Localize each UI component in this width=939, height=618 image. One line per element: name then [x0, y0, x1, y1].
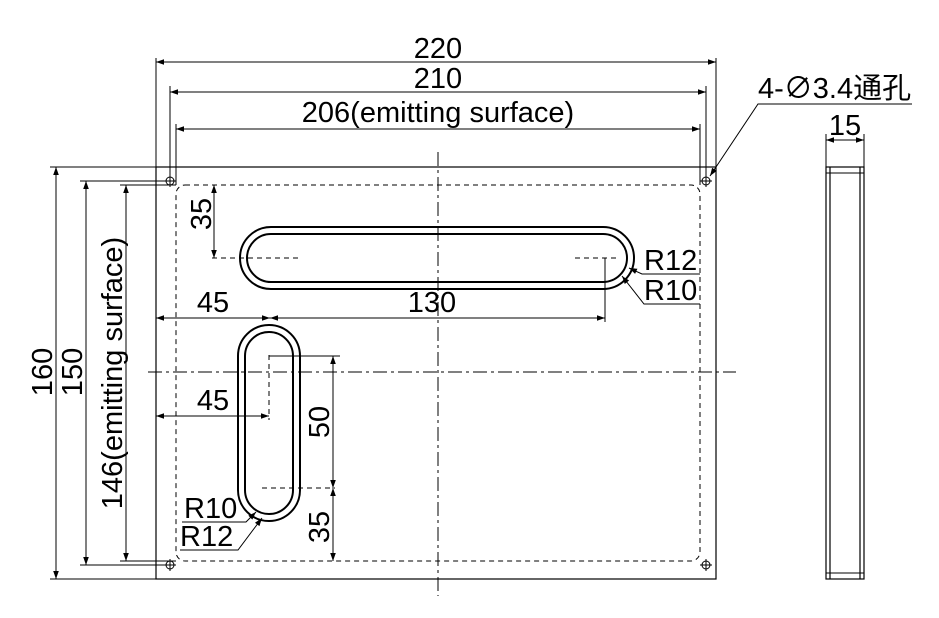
- top-slot-left-label: 45: [197, 287, 229, 319]
- overall-width-label: 220: [414, 33, 462, 65]
- emit-width-label: 206(emitting surface): [302, 97, 574, 129]
- side-slot-r-inner-label: R10: [184, 493, 237, 525]
- top-slot-offset-label: 35: [186, 198, 218, 230]
- top-slot: [212, 226, 635, 290]
- side-slot-r-outer-label: R12: [180, 521, 233, 553]
- panel-outline: [155, 166, 717, 580]
- top-slot-r-outer-leader: [628, 267, 700, 275]
- top-slot-r-outer-label: R12: [644, 245, 697, 277]
- thickness-label: 15: [829, 110, 861, 142]
- side-slot-left-label: 45: [197, 385, 229, 417]
- hole-note-label: 4-∅3.4通孔: [758, 73, 911, 105]
- side-view: [825, 166, 865, 580]
- overall-height-label: 160: [27, 348, 59, 396]
- side-slot-r-inner-leader: [182, 511, 257, 523]
- side-slot-bottom-label: 35: [304, 511, 336, 543]
- mount-height-label: 150: [57, 348, 89, 396]
- mount-width-label: 210: [414, 63, 462, 95]
- side-slot: [237, 324, 335, 522]
- mounting-hole-bottom-right: [700, 559, 712, 571]
- side-slot-length-label: 50: [304, 406, 336, 438]
- emit-height-label: 146(emitting surface): [97, 237, 129, 509]
- hole-note-leader: [709, 103, 912, 177]
- top-slot-r-inner-leader: [621, 275, 700, 305]
- mounting-hole-top-right: [700, 175, 712, 187]
- top-slot-r-inner-label: R10: [644, 275, 697, 307]
- top-slot-length-label: 130: [408, 287, 456, 319]
- side-slot-r-outer-leader: [180, 517, 263, 551]
